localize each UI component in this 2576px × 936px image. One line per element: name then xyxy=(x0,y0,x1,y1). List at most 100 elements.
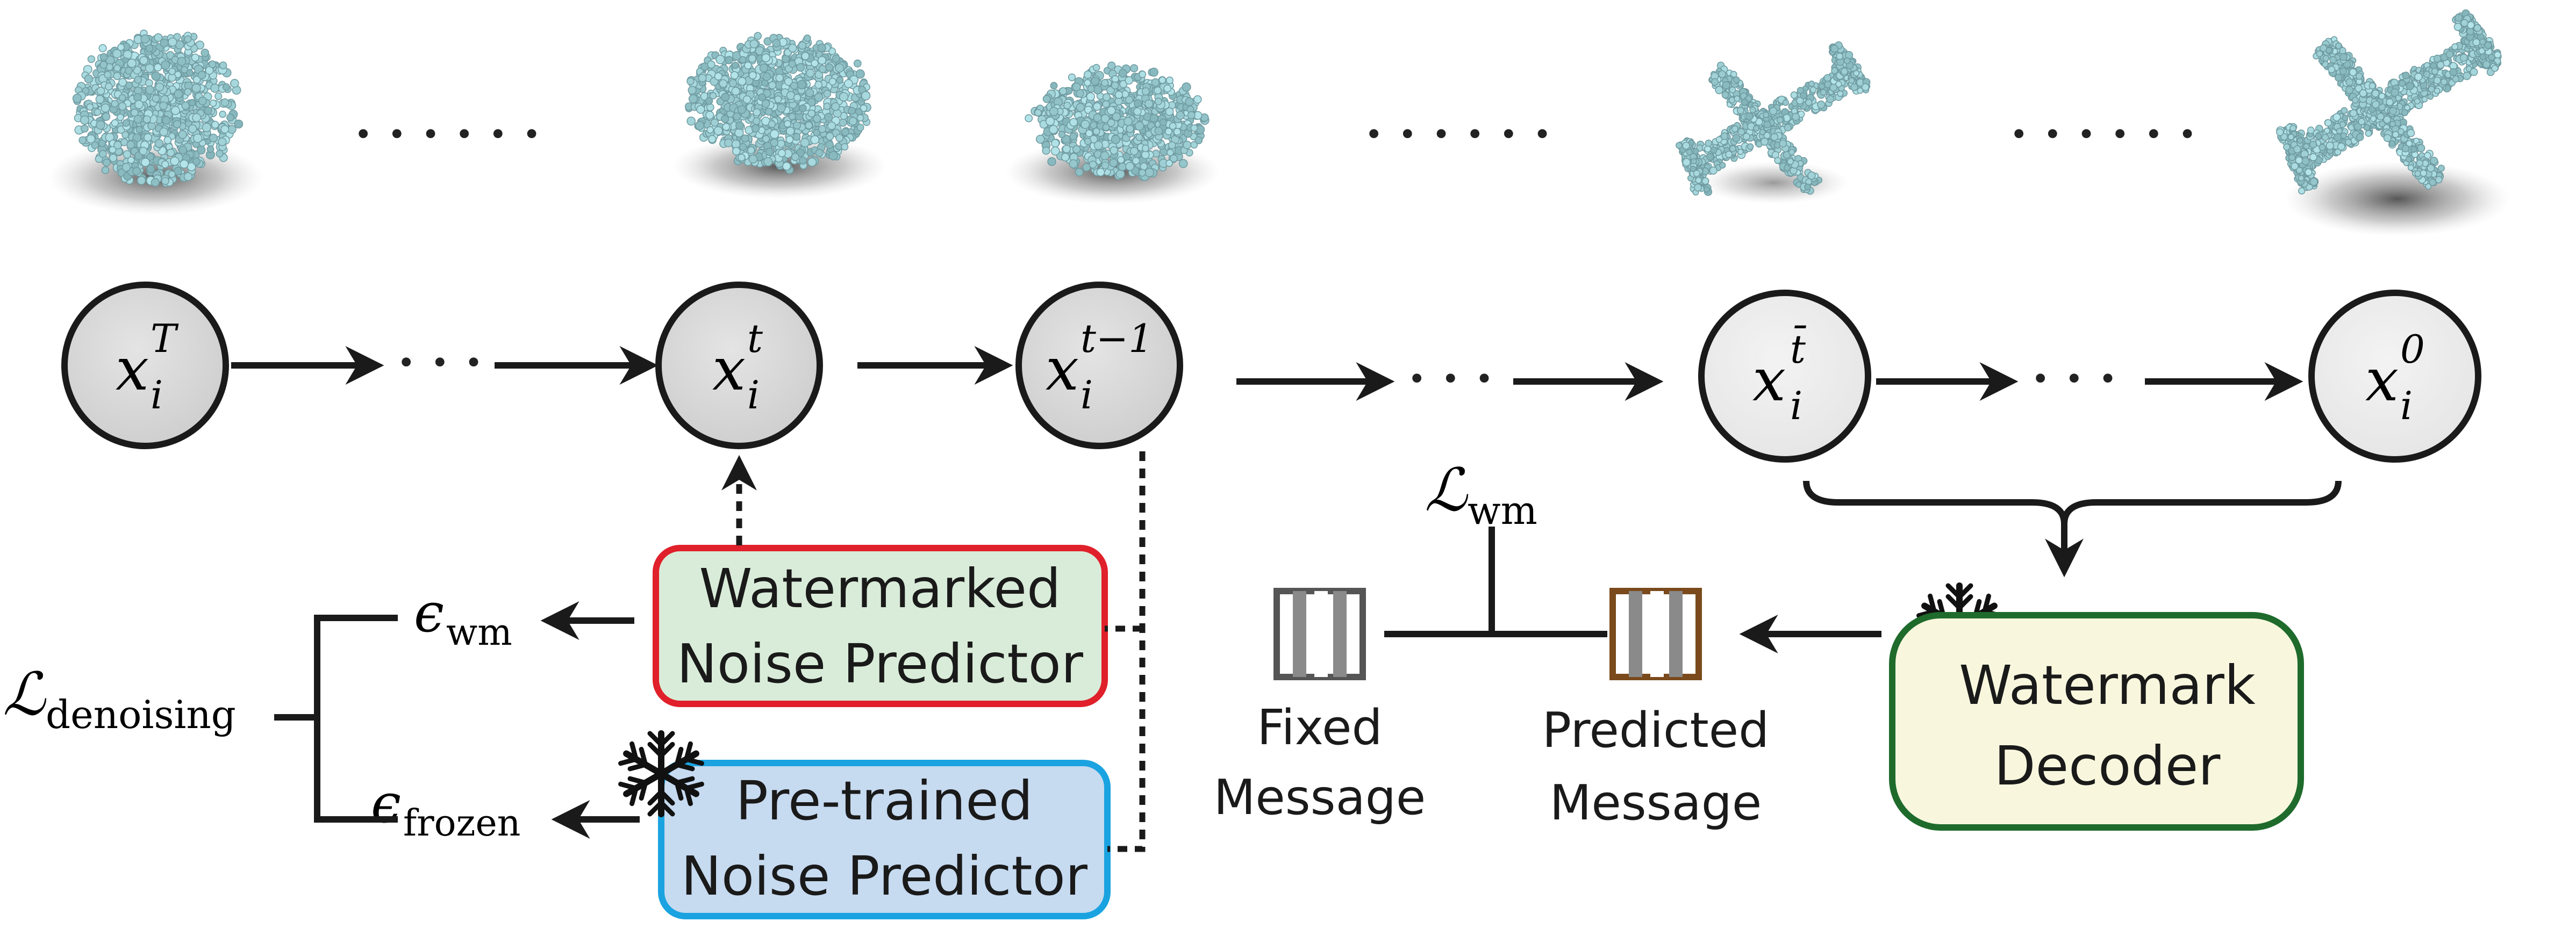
fixed-message-icon xyxy=(1273,588,1366,680)
point xyxy=(1776,117,1784,124)
point xyxy=(2472,38,2480,46)
point xyxy=(72,93,82,103)
point xyxy=(2386,98,2394,106)
point xyxy=(230,78,239,88)
point xyxy=(2435,176,2443,184)
point xyxy=(1144,99,1154,109)
point xyxy=(113,72,121,81)
point xyxy=(713,126,723,135)
point xyxy=(180,159,189,169)
point xyxy=(219,110,226,118)
node-sup: t−1 xyxy=(1081,316,1153,361)
point xyxy=(2427,93,2434,100)
point xyxy=(696,105,705,114)
point xyxy=(1709,166,1718,175)
point xyxy=(139,147,148,155)
point xyxy=(1093,102,1101,111)
point xyxy=(2389,107,2398,116)
point xyxy=(709,92,717,99)
point xyxy=(183,172,193,181)
point xyxy=(234,119,244,129)
point xyxy=(1083,70,1092,79)
point xyxy=(1715,86,1723,95)
point xyxy=(2295,156,2303,164)
point xyxy=(2488,53,2495,61)
point xyxy=(99,61,108,69)
point xyxy=(768,81,777,90)
point xyxy=(801,52,810,60)
point xyxy=(2482,60,2491,69)
point xyxy=(706,126,714,134)
point xyxy=(827,121,836,130)
point xyxy=(135,126,143,134)
point xyxy=(828,151,838,161)
point xyxy=(1096,168,1105,177)
point xyxy=(731,87,740,96)
point xyxy=(96,120,105,130)
point xyxy=(2459,54,2468,62)
point xyxy=(731,140,741,149)
point xyxy=(1784,164,1791,171)
point xyxy=(2383,134,2392,142)
loss-symbol: ℒ xyxy=(1425,456,1469,524)
point xyxy=(2345,78,2353,87)
point xyxy=(151,178,160,187)
ellipsis: · · · xyxy=(1408,350,1493,407)
point xyxy=(1035,134,1045,144)
message-bit xyxy=(1669,591,1683,677)
point xyxy=(1114,90,1123,99)
point xyxy=(206,145,214,153)
point xyxy=(748,71,757,80)
point xyxy=(741,134,749,143)
point xyxy=(98,150,107,158)
point xyxy=(2283,143,2291,151)
node-base: x xyxy=(712,335,746,404)
point xyxy=(1109,159,1118,168)
point xyxy=(1167,149,1174,156)
message-bit xyxy=(1293,591,1306,677)
point-cloud-icon xyxy=(684,32,871,175)
point xyxy=(2437,164,2445,172)
point xyxy=(824,113,833,122)
point xyxy=(98,44,107,53)
node-sub: i xyxy=(747,372,760,417)
point xyxy=(848,106,856,115)
point xyxy=(2401,145,2410,153)
point xyxy=(1034,109,1042,117)
point xyxy=(2287,134,2294,140)
point xyxy=(95,95,104,104)
point xyxy=(722,123,731,131)
point xyxy=(1107,61,1116,70)
point xyxy=(1072,145,1081,154)
point xyxy=(1139,169,1146,177)
point xyxy=(118,102,127,111)
point xyxy=(1676,142,1683,149)
point xyxy=(174,89,183,99)
point xyxy=(807,157,817,167)
point xyxy=(770,139,778,147)
point xyxy=(1711,78,1719,86)
point xyxy=(1158,76,1167,84)
point xyxy=(1169,122,1177,130)
point xyxy=(146,164,155,174)
point xyxy=(1701,177,1709,185)
message-bit xyxy=(1629,591,1642,677)
point xyxy=(1092,63,1100,71)
point xyxy=(1093,140,1103,150)
point xyxy=(1693,170,1700,177)
point xyxy=(168,37,177,47)
point xyxy=(1089,160,1097,169)
point xyxy=(1076,103,1085,112)
point xyxy=(1850,83,1858,91)
point xyxy=(2329,56,2337,64)
point xyxy=(721,92,730,102)
point xyxy=(2378,92,2386,100)
point xyxy=(848,117,857,126)
point xyxy=(111,119,119,127)
point xyxy=(2451,43,2459,51)
point xyxy=(2391,88,2399,97)
point xyxy=(121,131,129,139)
point xyxy=(2406,82,2414,90)
point xyxy=(140,34,150,44)
point xyxy=(737,105,746,114)
